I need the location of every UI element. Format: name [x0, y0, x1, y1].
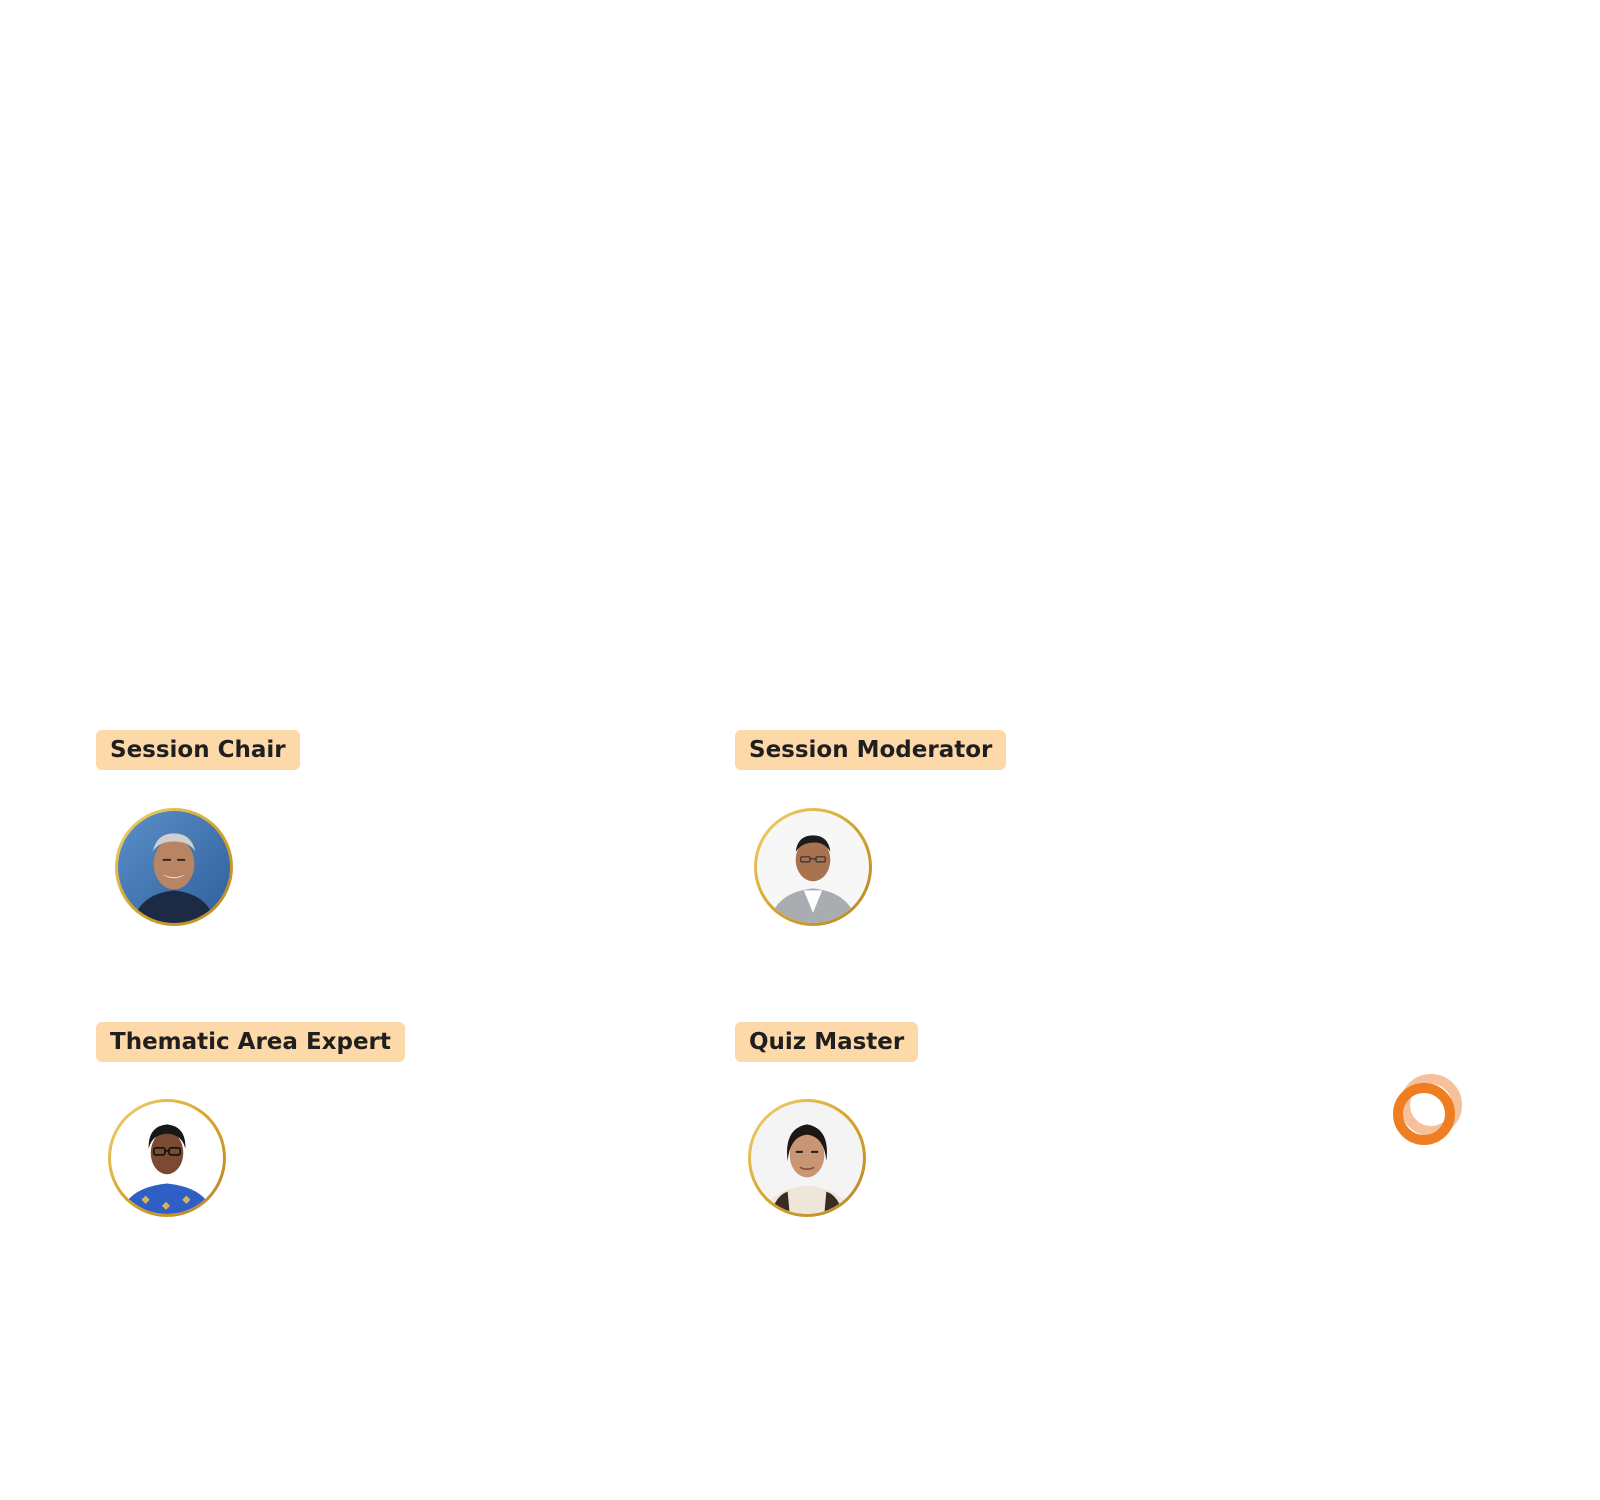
person-photo-icon	[111, 1102, 223, 1214]
thematic-area-expert-label: Thematic Area Expert	[96, 1022, 405, 1062]
rings-logo-icon	[1390, 1072, 1466, 1148]
thematic-area-expert-avatar	[108, 1099, 226, 1217]
person-photo-icon	[757, 811, 869, 923]
brand-ring-orange	[1393, 1083, 1455, 1145]
session-chair-label: Session Chair	[96, 730, 300, 770]
session-chair-avatar	[115, 808, 233, 926]
quiz-master-label: Quiz Master	[735, 1022, 919, 1062]
person-photo-icon	[751, 1102, 863, 1214]
session-moderator-avatar	[754, 808, 872, 926]
quiz-master-avatar	[748, 1099, 866, 1217]
session-moderator-label: Session Moderator	[735, 730, 1007, 770]
person-photo-icon	[118, 811, 230, 923]
brand-ring-peach	[1400, 1074, 1462, 1136]
